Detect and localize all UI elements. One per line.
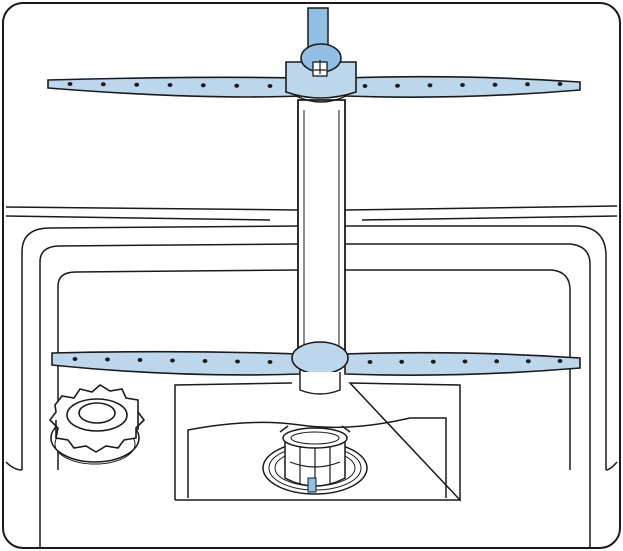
spray-hole: [427, 83, 433, 88]
lower-spray-holes: [72, 357, 563, 364]
spray-hole: [460, 83, 465, 87]
lower-arm-hub: [291, 341, 349, 395]
spray-hole: [492, 82, 498, 87]
spray-hole: [525, 82, 530, 87]
spray-hole: [395, 83, 400, 88]
spray-hole: [462, 359, 468, 364]
spray-hole: [267, 360, 273, 364]
spray-hole: [235, 359, 240, 364]
spray-hole: [494, 359, 500, 364]
spray-hole: [137, 358, 143, 362]
spray-hole: [72, 357, 78, 361]
spray-hole: [167, 83, 173, 87]
salt-reservoir-cap: [48, 384, 146, 465]
spray-hole: [557, 82, 563, 86]
sump-well: [174, 382, 461, 502]
spray-hole: [170, 358, 175, 363]
spray-hole: [200, 83, 206, 88]
spray-hole: [399, 359, 405, 364]
spray-hole: [134, 82, 140, 87]
feed-pipe: [307, 7, 329, 49]
upper-spray-holes: [67, 82, 563, 88]
spray-hole: [362, 84, 368, 88]
tub-lower-contour: [5, 225, 618, 548]
filter-assembly: [262, 425, 368, 495]
spray-hole: [100, 82, 106, 87]
spray-hole: [430, 359, 436, 364]
spray-hole: [234, 83, 240, 88]
spray-hole: [367, 360, 373, 364]
central-column: [297, 99, 346, 356]
spray-hole: [525, 359, 531, 364]
spray-hole: [267, 84, 273, 88]
spray-hole: [67, 82, 73, 86]
tub-wall-joint: [5, 205, 618, 221]
upper-arm-hub: [285, 43, 357, 103]
spray-hole: [105, 357, 110, 362]
spray-hole: [557, 359, 563, 363]
spray-hole: [202, 359, 208, 363]
